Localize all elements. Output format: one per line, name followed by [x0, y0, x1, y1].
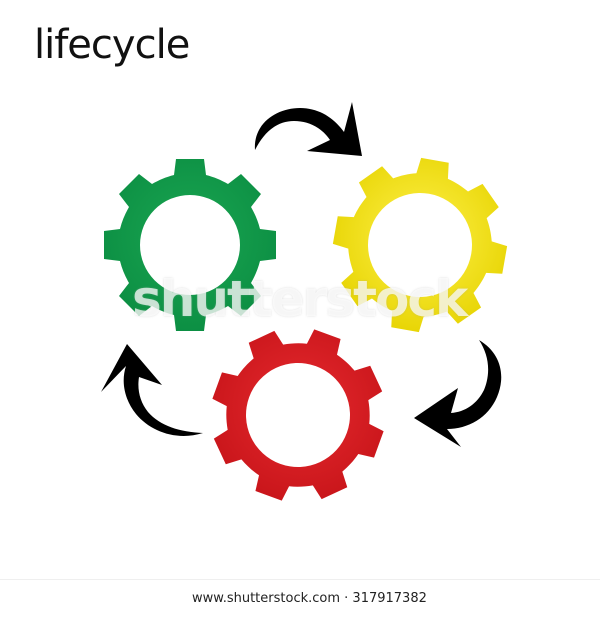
arrow-left-curved-arrow-icon	[101, 344, 203, 436]
footer-bar: www.shutterstock.com · 317917382	[0, 579, 600, 620]
footer-text: www.shutterstock.com · 317917382	[192, 591, 427, 606]
page-title: lifecycle	[34, 22, 190, 68]
arrow-right-curved-arrow-icon	[414, 340, 502, 447]
lifecycle-diagram	[101, 102, 508, 501]
yellow-gear-icon	[332, 157, 508, 333]
green-gear-icon	[104, 159, 276, 331]
red-gear-icon	[212, 329, 384, 501]
arrow-top-curved-arrow-icon	[254, 102, 362, 156]
